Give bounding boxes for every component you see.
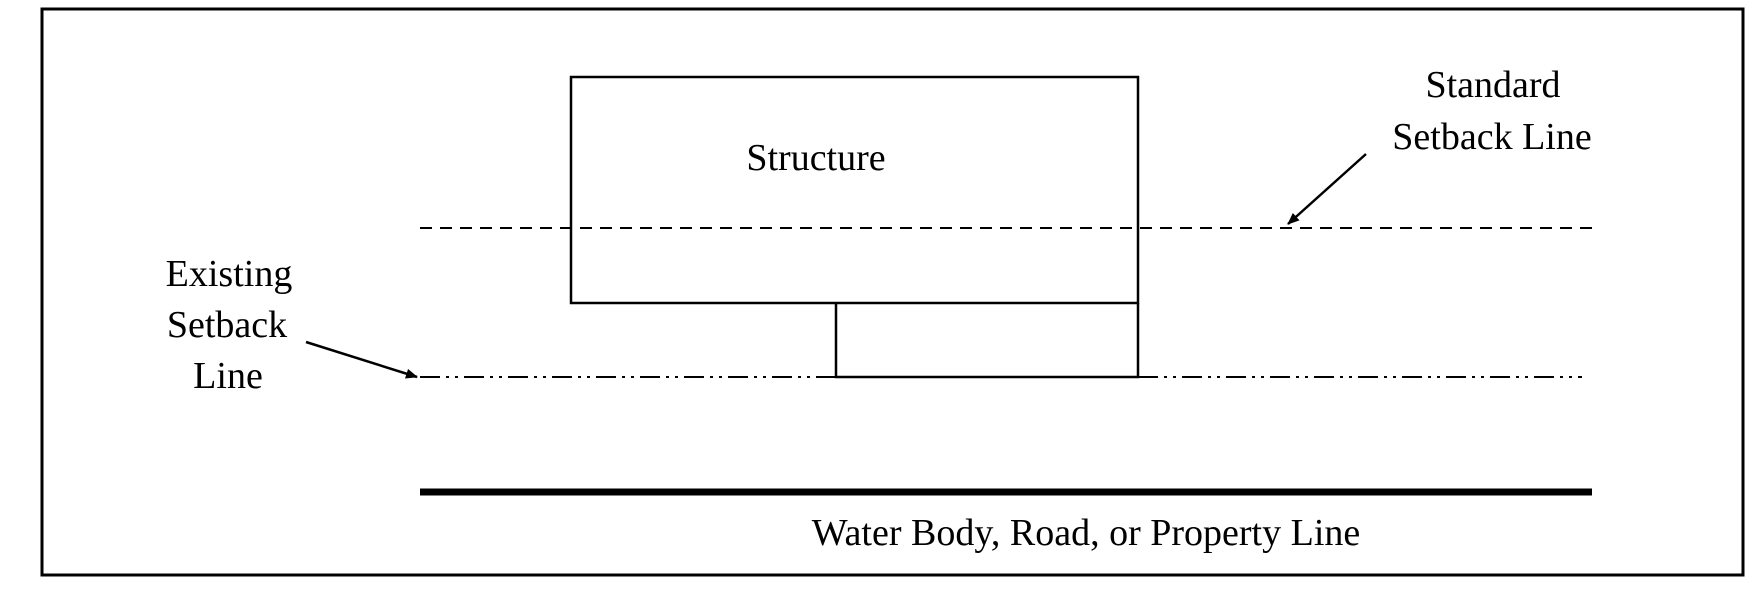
structure-box: [569, 75, 1140, 305]
standard-setback-arrow: [1287, 153, 1367, 225]
existing-setback-label-line3: Line: [193, 355, 263, 397]
standard-setback-label-line2: Setback Line: [1392, 116, 1591, 158]
boundary-label: Water Body, Road, or Property Line: [812, 512, 1361, 554]
structure-extension: [834, 303, 1140, 379]
structure-label: Structure: [746, 137, 885, 179]
existing-setback-label-line2: Setback: [167, 304, 287, 346]
standard-setback-label-line1: Standard: [1425, 64, 1560, 106]
existing-setback-label-line1: Existing: [166, 253, 293, 295]
diagram-frame: [40, 7, 1745, 577]
existing-setback-arrow: [305, 340, 418, 379]
